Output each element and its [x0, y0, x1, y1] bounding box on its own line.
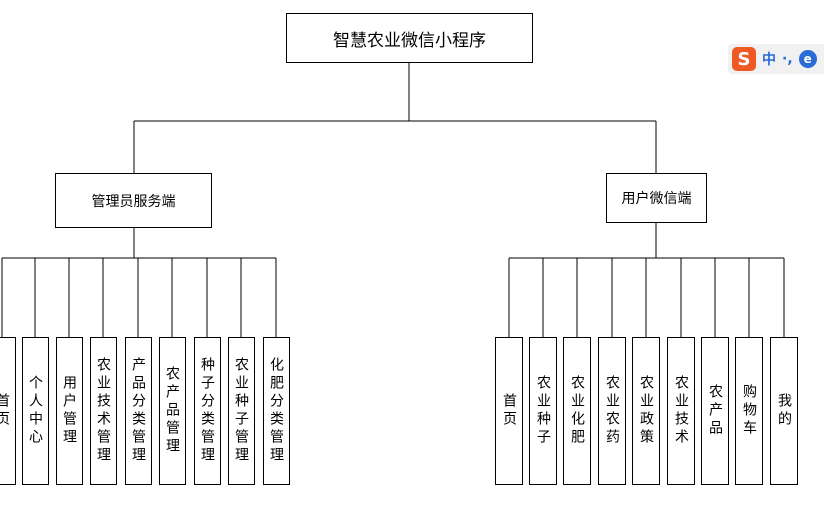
admin-module-label: 化肥分类管理: [268, 357, 284, 465]
admin-module-1: 首页: [0, 337, 16, 485]
user-module-9: 我的: [770, 337, 798, 485]
ime-logo-icon[interactable]: S: [732, 47, 756, 71]
user-module-8: 购物车: [735, 337, 763, 485]
admin-module-3: 用户管理: [55, 337, 83, 485]
ime-punct-label[interactable]: ·,: [782, 51, 793, 67]
user-module-5: 农业政策: [632, 337, 660, 485]
user-module-1: 首页: [495, 337, 523, 485]
root-title: 智慧农业微信小程序: [333, 30, 486, 51]
admin-module-label: 农业种子管理: [233, 357, 249, 465]
admin-module-6: 农产品管理: [158, 337, 186, 485]
admin-module-label: 种子分类管理: [199, 357, 215, 465]
user-module-label: 农业农药: [604, 375, 620, 447]
user-module-6: 农业技术: [667, 337, 695, 485]
ime-e-icon[interactable]: e: [798, 50, 817, 68]
ime-mode-label[interactable]: 中: [762, 52, 776, 68]
user-module-7: 农产品: [701, 337, 729, 485]
user-node: 用户微信端: [606, 173, 707, 223]
admin-module-7: 种子分类管理: [193, 337, 221, 485]
admin-module-label: 产品分类管理: [130, 357, 146, 465]
user-module-4: 农业农药: [598, 337, 626, 485]
admin-module-label: 个人中心: [27, 375, 43, 447]
admin-module-label: 首页: [0, 393, 10, 429]
admin-node: 管理员服务端: [55, 173, 212, 228]
user-module-label: 农业化肥: [569, 375, 585, 447]
admin-module-9: 化肥分类管理: [262, 337, 290, 485]
admin-module-label: 农业技术管理: [95, 357, 111, 465]
user-module-label: 农业种子: [535, 375, 551, 447]
user-module-3: 农业化肥: [563, 337, 591, 485]
admin-title: 管理员服务端: [91, 193, 176, 210]
admin-module-5: 产品分类管理: [124, 337, 152, 485]
root-node: 智慧农业微信小程序: [286, 13, 533, 63]
user-module-label: 农业技术: [673, 375, 689, 447]
admin-module-4: 农业技术管理: [89, 337, 117, 485]
user-module-label: 购物车: [741, 384, 757, 438]
user-module-label: 农产品: [707, 384, 723, 438]
user-module-label: 我的: [776, 393, 792, 429]
user-module-label: 农业政策: [638, 375, 654, 447]
admin-module-label: 用户管理: [61, 375, 77, 447]
user-title: 用户微信端: [621, 191, 692, 207]
user-module-2: 农业种子: [529, 337, 557, 485]
admin-module-8: 农业种子管理: [227, 337, 255, 485]
ime-toolbar[interactable]: S 中 ·, e: [728, 44, 824, 74]
admin-module-2: 个人中心: [21, 337, 49, 485]
admin-module-label: 农产品管理: [164, 366, 180, 456]
user-module-label: 首页: [501, 393, 517, 429]
